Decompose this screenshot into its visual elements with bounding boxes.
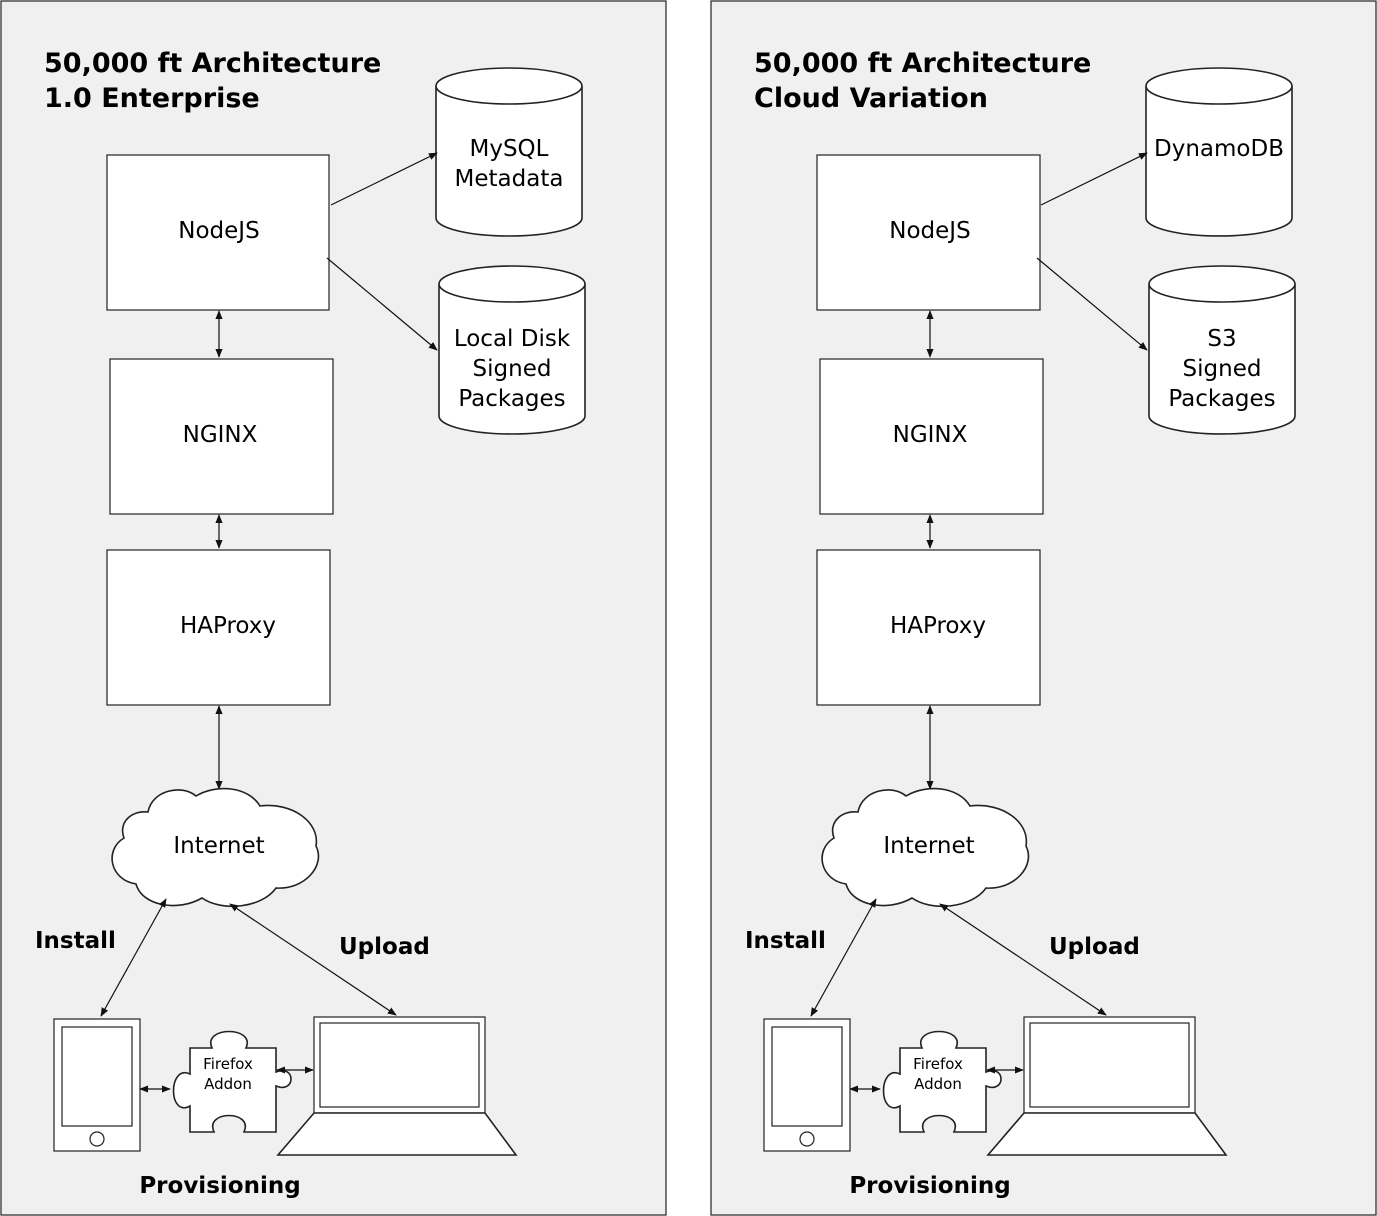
cloud-provisioning-label: Provisioning	[849, 1173, 1010, 1199]
enterprise-firefox-addon-puzzle-icon	[172, 1030, 292, 1133]
cloud-db1-label-line1: DynamoDB	[1154, 136, 1284, 162]
enterprise-haproxy-box	[106, 549, 331, 706]
cloud-title-line1: 50,000 ft Architecture	[754, 48, 1091, 79]
enterprise-addon-label-line2: Addon	[204, 1075, 252, 1093]
enterprise-laptop-icon	[276, 1016, 518, 1156]
cloud-nodejs-dynamodb-link	[1040, 152, 1148, 206]
enterprise-panel: 50,000 ft Architecture 1.0 Enterprise No…	[0, 0, 667, 1216]
cloud-upload-link	[939, 903, 1107, 1016]
enterprise-title-line2: 1.0 Enterprise	[44, 83, 260, 114]
cloud-nginx-label: NGINX	[893, 422, 968, 448]
cloud-internet-label: Internet	[883, 833, 974, 859]
cloud-nodejs-s3-link	[1036, 257, 1148, 351]
cloud-nodejs-label: NodeJS	[889, 218, 970, 244]
enterprise-install-label: Install	[35, 928, 116, 954]
cloud-nginx-box	[819, 358, 1044, 515]
enterprise-upload-label: Upload	[339, 934, 430, 960]
cloud-panel: 50,000 ft Architecture Cloud Variation N…	[710, 0, 1377, 1216]
cloud-phone-icon	[763, 1018, 851, 1152]
enterprise-db2-label-line3: Packages	[458, 386, 565, 412]
enterprise-internet-cloud-icon	[111, 787, 320, 908]
cloud-haproxy-box	[816, 549, 1041, 706]
cloud-nodejs-box	[816, 154, 1041, 311]
cloud-s3-storage-icon	[1148, 265, 1296, 435]
cloud-install-link	[810, 898, 877, 1017]
cloud-haproxy-label: HAProxy	[890, 613, 986, 639]
cloud-upload-label: Upload	[1049, 934, 1140, 960]
enterprise-local-disk-icon	[438, 265, 586, 435]
cloud-addon-label-line1: Firefox	[913, 1055, 963, 1073]
enterprise-nginx-box	[109, 358, 334, 515]
enterprise-haproxy-label: HAProxy	[180, 613, 276, 639]
enterprise-title-line1: 50,000 ft Architecture	[44, 48, 381, 79]
cloud-firefox-addon-puzzle-icon	[882, 1030, 1002, 1133]
cloud-internet-cloud-icon	[821, 787, 1030, 908]
enterprise-addon-label-line1: Firefox	[203, 1055, 253, 1073]
enterprise-nodejs-disk-link	[326, 257, 438, 351]
cloud-install-label: Install	[745, 928, 826, 954]
cloud-db2-label-line2: Signed	[1183, 356, 1262, 382]
cloud-db2-label-line1: S3	[1207, 326, 1236, 352]
enterprise-internet-label: Internet	[173, 833, 264, 859]
cloud-laptop-icon	[986, 1016, 1228, 1156]
cloud-db2-label-line3: Packages	[1168, 386, 1275, 412]
enterprise-upload-link	[229, 903, 397, 1016]
enterprise-install-link	[100, 898, 167, 1017]
enterprise-provisioning-label: Provisioning	[139, 1173, 300, 1199]
enterprise-mysql-database-icon	[435, 67, 583, 237]
enterprise-db1-label-line2: Metadata	[455, 166, 564, 192]
enterprise-nodejs-box	[106, 154, 330, 311]
cloud-title-line2: Cloud Variation	[754, 83, 988, 114]
cloud-addon-label-line2: Addon	[914, 1075, 962, 1093]
enterprise-nodejs-mysql-link	[330, 152, 438, 206]
enterprise-db2-label-line2: Signed	[473, 356, 552, 382]
enterprise-nginx-label: NGINX	[183, 422, 258, 448]
enterprise-nodejs-label: NodeJS	[178, 218, 259, 244]
enterprise-db1-label-line1: MySQL	[470, 136, 549, 162]
enterprise-db2-label-line1: Local Disk	[454, 326, 571, 352]
enterprise-phone-icon	[53, 1018, 141, 1152]
cloud-dynamodb-database-icon	[1145, 67, 1293, 237]
